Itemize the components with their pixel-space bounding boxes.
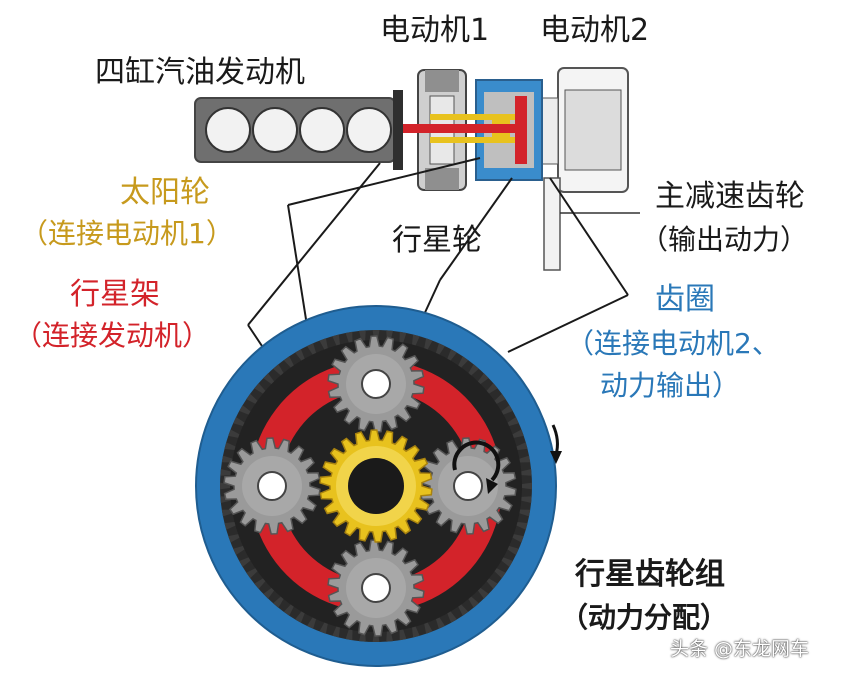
ring-gear-tooth bbox=[239, 405, 253, 416]
ring-gear-tooth bbox=[517, 455, 531, 463]
ring-gear-tooth bbox=[283, 356, 295, 369]
gearset-title: 行星齿轮组 bbox=[575, 557, 725, 592]
sun-gear-note: （连接电动机1） bbox=[20, 217, 234, 250]
motor1-label: 电动机1 bbox=[380, 13, 490, 48]
ring-gear-tooth bbox=[505, 417, 519, 427]
ring-gear-tooth bbox=[411, 624, 420, 638]
ring-gear-tooth bbox=[283, 603, 295, 616]
ring-gear-tooth bbox=[295, 349, 306, 363]
ring-gear-tooth bbox=[345, 331, 353, 345]
planet-gear-label: 行星轮 bbox=[392, 223, 482, 258]
ring-gear-tooth bbox=[399, 627, 407, 641]
ring-gear-tooth bbox=[423, 620, 433, 634]
ring-gear-tooth bbox=[233, 417, 247, 427]
ring-gear-tooth bbox=[499, 405, 513, 416]
engine-block bbox=[194, 90, 403, 170]
ring-gear-tooth bbox=[273, 595, 285, 608]
gearset-note: （动力分配） bbox=[560, 601, 729, 634]
ring-gear-tooth bbox=[263, 586, 276, 599]
planet-gear-hole bbox=[453, 471, 483, 501]
ring-gear-tooth bbox=[273, 364, 285, 377]
ring-gear-tooth bbox=[254, 577, 267, 589]
engine-label: 四缸汽油发动机 bbox=[95, 55, 305, 90]
ring-gear-tooth bbox=[307, 615, 317, 629]
ring-gear-tooth bbox=[476, 373, 489, 386]
sun-gear-bore bbox=[348, 458, 404, 514]
ring-gear-teeth bbox=[220, 330, 532, 642]
sun-gear-label: 太阳轮 bbox=[120, 175, 210, 210]
ring-gear-tooth bbox=[345, 627, 353, 641]
ring-gear-tooth bbox=[228, 533, 242, 543]
planet-gear-hole bbox=[361, 369, 391, 399]
ring-gear-tooth bbox=[457, 603, 469, 616]
ring-gear-note-line2: 动力输出） bbox=[600, 369, 741, 402]
final-drive-note: （输出动力） bbox=[640, 223, 809, 256]
ring-gear-tooth bbox=[239, 556, 253, 567]
ring-gear-tooth bbox=[220, 469, 233, 476]
ring-gear-tooth bbox=[505, 545, 519, 555]
ring-gear-tooth bbox=[499, 556, 513, 567]
ring-gear-tooth bbox=[224, 521, 238, 530]
carrier-note: （连接发动机） bbox=[14, 319, 211, 352]
ring-gear-tooth bbox=[493, 567, 506, 579]
ring-gear-tooth bbox=[332, 334, 341, 348]
ring-gear-tooth bbox=[319, 620, 329, 634]
watermark: 头条 @东龙网车 bbox=[670, 638, 810, 660]
ring-gear-tooth bbox=[295, 609, 306, 623]
ring-gear-tooth bbox=[246, 393, 259, 405]
ring-gear-tooth bbox=[493, 393, 506, 405]
ring-gear-tooth bbox=[519, 469, 532, 476]
ring-gear-tooth bbox=[423, 338, 433, 352]
ring-gear-tooth bbox=[510, 429, 524, 439]
ring-gear-tooth bbox=[399, 331, 407, 345]
ring-gear-tooth bbox=[476, 586, 489, 599]
ring-gear-note-line1: （连接电动机2、 bbox=[566, 327, 780, 360]
motor2-label: 电动机2 bbox=[540, 13, 650, 48]
ring-gear-tooth bbox=[446, 349, 457, 363]
ring-gear-tooth bbox=[485, 383, 498, 395]
ring-gear-tooth bbox=[514, 442, 528, 451]
ring-gear-tooth bbox=[254, 383, 267, 395]
ring-gear-tooth bbox=[467, 364, 479, 377]
ring-gear-tooth bbox=[517, 509, 531, 517]
planet-gears bbox=[223, 335, 517, 637]
ring-gear-tooth bbox=[359, 330, 366, 343]
ring-gear-tooth bbox=[319, 338, 329, 352]
ring-gear-tooth bbox=[263, 373, 276, 386]
ring-gear-tooth bbox=[233, 545, 247, 555]
ring-gear-tooth bbox=[446, 609, 457, 623]
ring-gear-tooth bbox=[307, 343, 317, 357]
ring-gear-tooth bbox=[467, 595, 479, 608]
ring-gear-tooth bbox=[386, 629, 393, 642]
ring-gear-tooth bbox=[435, 343, 445, 357]
final-drive-label: 主减速齿轮 bbox=[655, 179, 805, 214]
ring-gear-tooth bbox=[514, 521, 528, 530]
motor2-housing bbox=[539, 67, 629, 193]
ring-gear-tooth bbox=[228, 429, 242, 439]
planetary-gearset bbox=[195, 305, 557, 667]
ring-gear-tooth bbox=[485, 577, 498, 589]
ring-gear-tooth bbox=[246, 567, 259, 579]
planet-gear-hole bbox=[361, 573, 391, 603]
ring-gear-tooth bbox=[435, 615, 445, 629]
ring-gear-tooth bbox=[457, 356, 469, 369]
planet-gear-hole bbox=[257, 471, 287, 501]
ring-gear-tooth bbox=[332, 624, 341, 638]
ring-gear-tooth bbox=[519, 496, 532, 503]
ring-gear-tooth bbox=[411, 334, 420, 348]
shafts bbox=[403, 114, 518, 143]
ring-gear-tooth bbox=[224, 442, 238, 451]
ring-gear-label: 齿圈 bbox=[655, 282, 715, 317]
sun-gear bbox=[319, 429, 433, 543]
rotation-arrow-icon bbox=[452, 424, 562, 494]
ring-gear-tooth bbox=[520, 482, 532, 490]
ring-gear-tooth bbox=[510, 533, 524, 543]
carrier-label: 行星架 bbox=[70, 277, 160, 312]
